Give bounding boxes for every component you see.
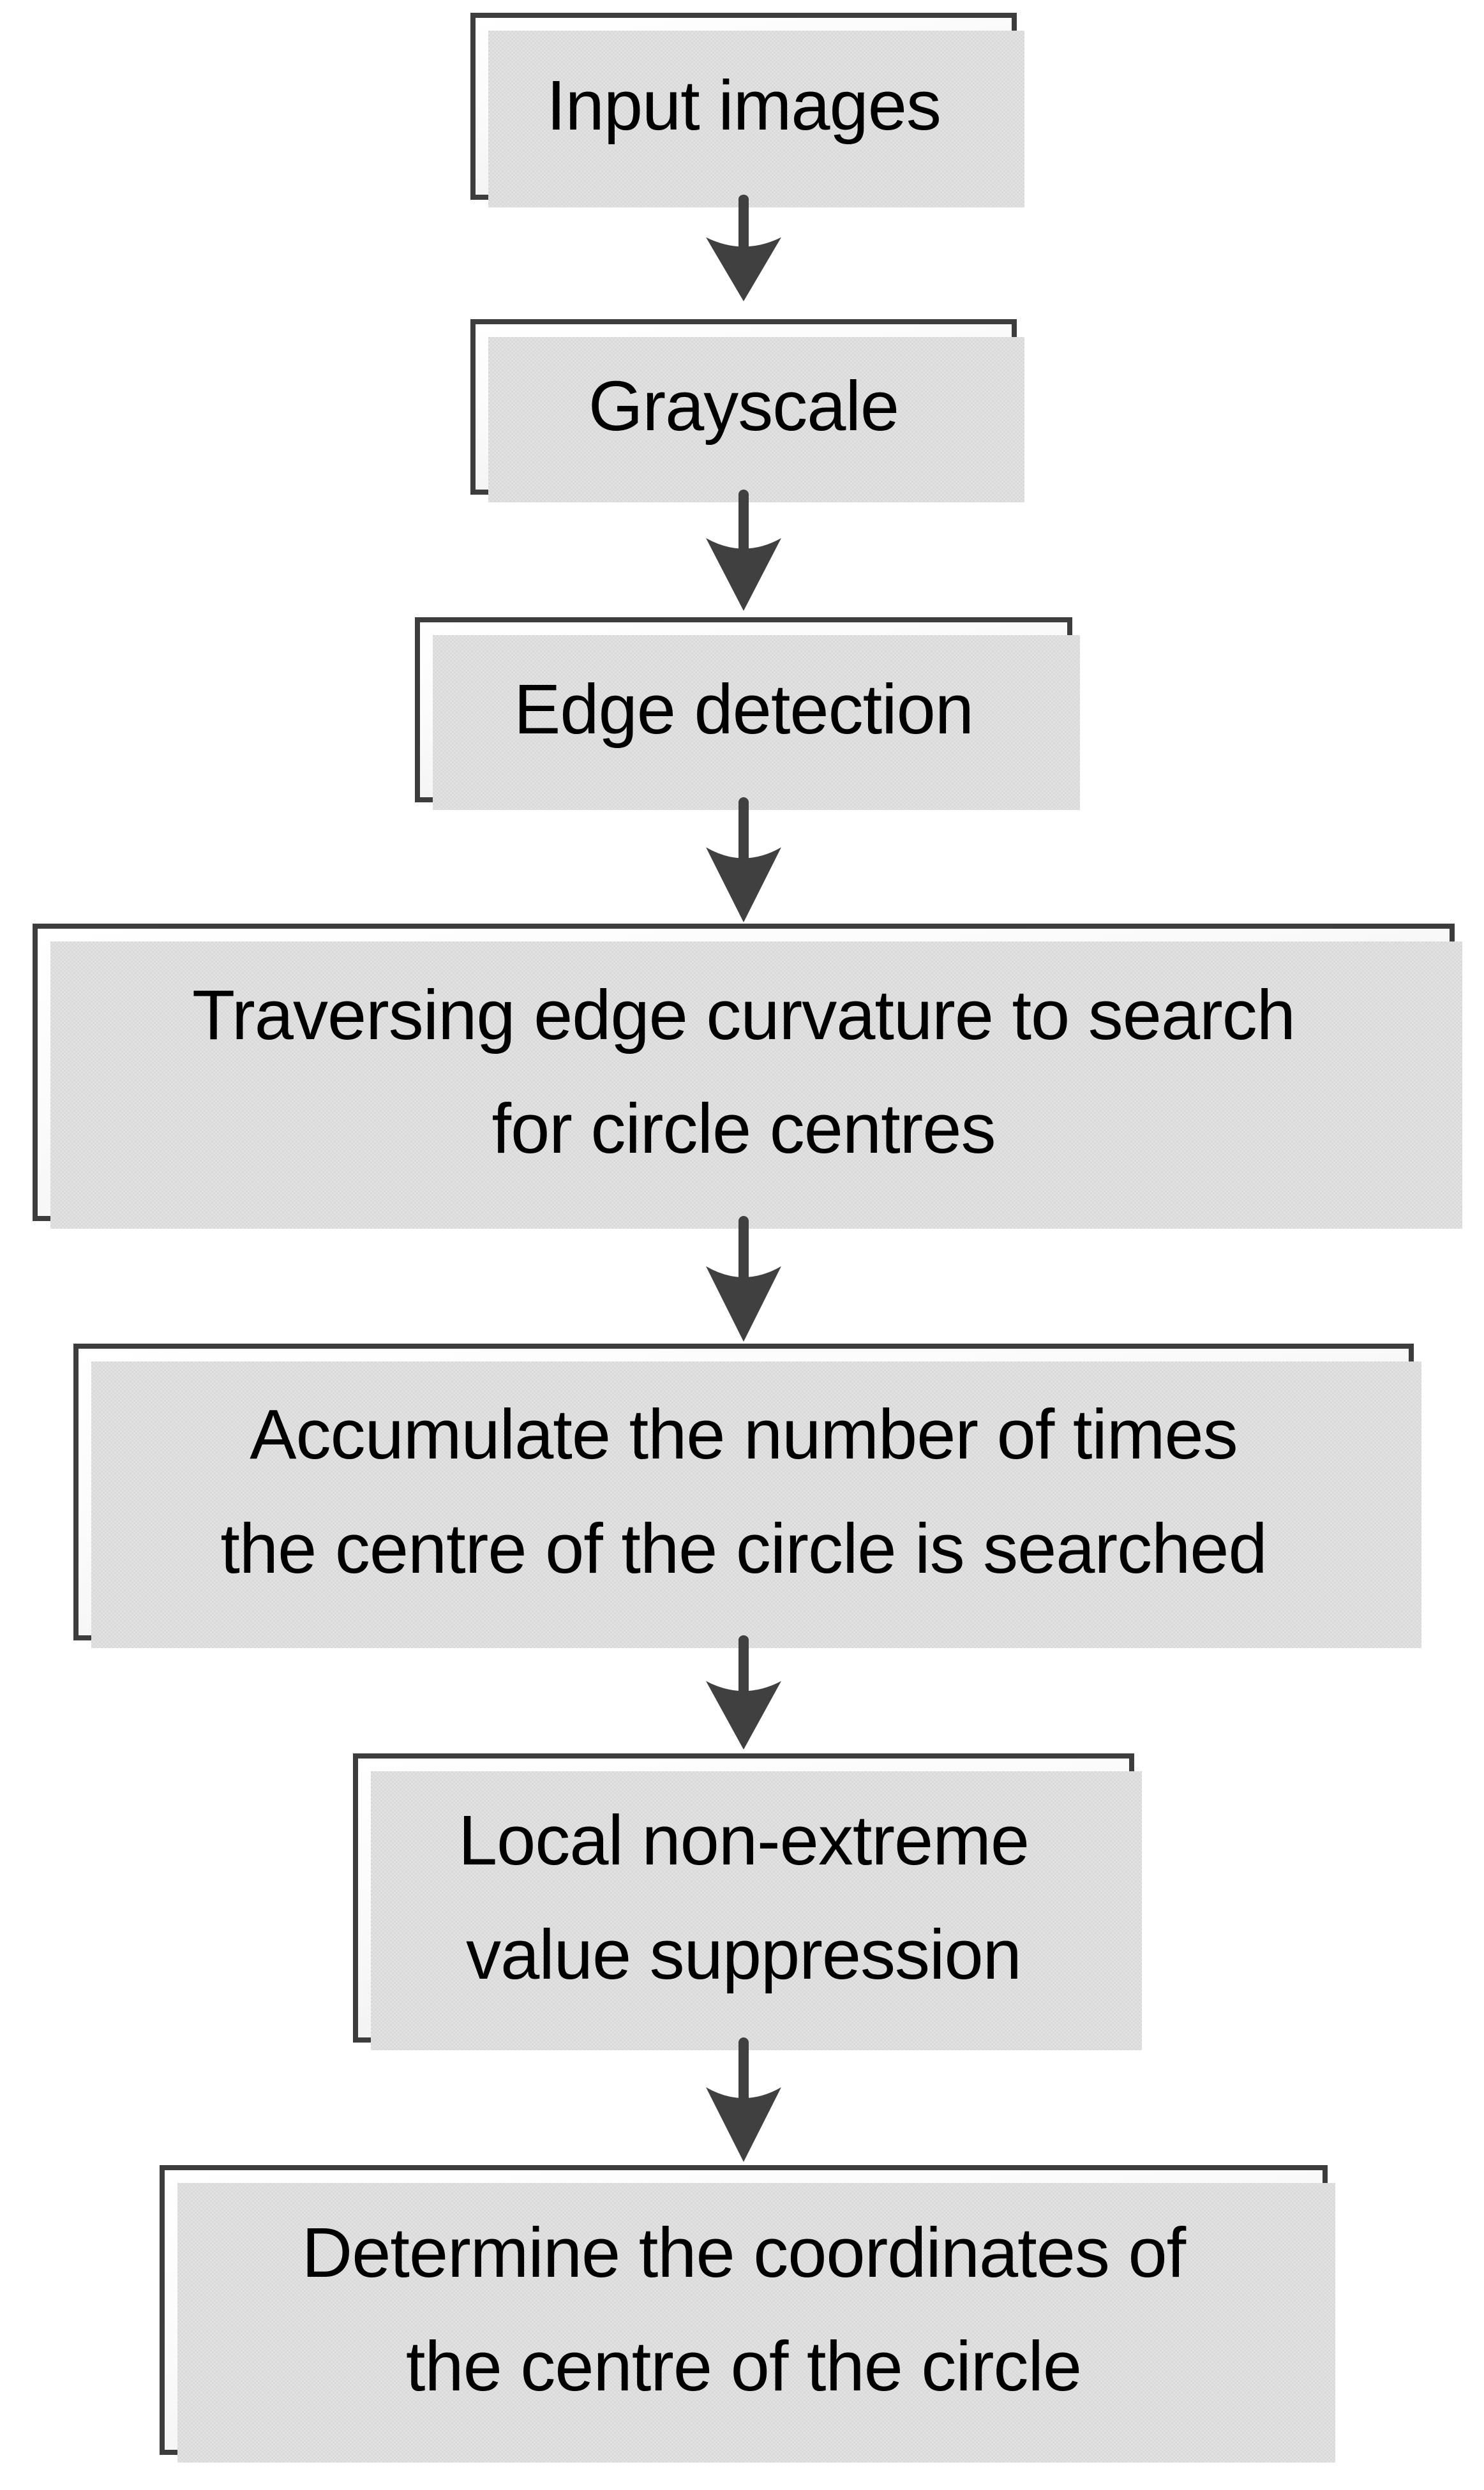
edge-input-images-to-grayscale (702, 195, 785, 301)
flow-node-label: Accumulate the number of times the centr… (220, 1395, 1267, 1588)
flow-node-input-images: Input images (470, 13, 1024, 207)
flow-node-grayscale: Grayscale (470, 319, 1024, 502)
arrow-down-icon (706, 1635, 781, 1750)
arrow-down-icon (706, 195, 781, 301)
edge-accumulate-to-suppression (702, 1635, 785, 1750)
edge-grayscale-to-edge-detection (702, 490, 785, 611)
arrow-down-icon (706, 1216, 781, 1342)
flow-node-label: Local non-extreme value suppression (458, 1801, 1030, 1994)
edge-edge-detection-to-traversing (702, 797, 785, 922)
arrow-down-icon (706, 490, 781, 611)
flow-node-label: Traversing edge curvature to search for … (192, 975, 1296, 1168)
flow-node-label: Input images (546, 66, 941, 146)
flow-node-edge-detection: Edge detection (415, 617, 1080, 810)
arrow-down-icon (706, 2037, 781, 2162)
flow-node-determine-centre-coordinates: Determine the coordinates of the centre … (160, 2165, 1335, 2463)
flow-node-local-non-extreme-suppression: Local non-extreme value suppression (353, 1753, 1142, 2050)
edge-suppression-to-determine (702, 2037, 785, 2162)
flow-node-traversing-edge-curvature: Traversing edge curvature to search for … (33, 924, 1462, 1229)
flow-node-label: Edge detection (514, 670, 974, 749)
flow-node-label: Determine the coordinates of the centre … (301, 2213, 1186, 2406)
flow-node-label: Grayscale (588, 367, 899, 446)
flow-node-accumulate-centre-count: Accumulate the number of times the centr… (73, 1344, 1421, 1648)
arrow-down-icon (706, 797, 781, 922)
edge-traversing-to-accumulate (702, 1216, 785, 1342)
